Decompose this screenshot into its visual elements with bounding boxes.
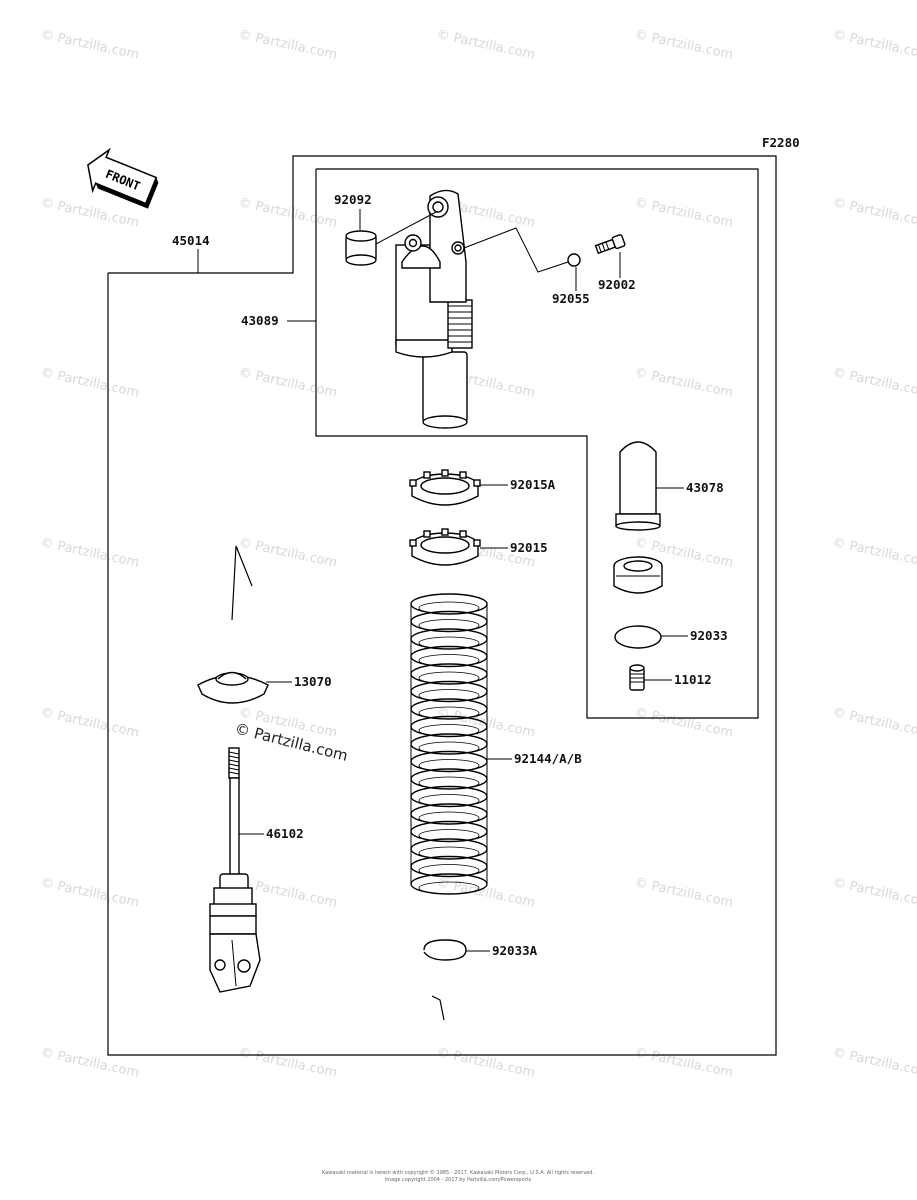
watermark-text: © Partzilla.com [831,535,917,571]
spring-coil-inner [418,864,480,877]
label-92033: 92033 [690,628,728,643]
break-mark-upper [231,545,253,621]
footer-line-1: Kawasaki material is herein with copyrig… [322,1169,594,1176]
label-45014: 45014 [172,233,210,248]
figure-code: F2280 [762,135,800,150]
spring-coil-inner [418,601,480,615]
spring-coil-inner [418,706,480,720]
watermark-text: © Partzilla.com [39,535,140,571]
spring-coil-inner [418,741,480,755]
spring-coil-inner [418,654,480,667]
front-arrow-icon: FRONT [87,147,159,209]
watermark-text: © Partzilla.com [633,875,734,911]
spring-coil-inner [418,619,480,632]
watermark-text: © Partzilla.com [435,1045,536,1081]
watermark-text: © Partzilla.com [237,27,338,63]
watermark-text: © Partzilla.com [831,1045,917,1081]
watermark-text: © Partzilla.com [39,27,140,63]
spring-coil-inner [418,689,480,702]
label-43078: 43078 [686,480,724,495]
watermark-text: © Partzilla.com [831,365,917,401]
watermark-text: © Partzilla.com [39,875,140,911]
spring-coil-inner [418,829,480,842]
o-ring-92055 [567,253,581,267]
label-92002: 92002 [598,277,636,292]
spring-coil-inner [418,881,480,895]
watermark-text: © Partzilla.com [237,195,338,231]
watermark-text: © Partzilla.com [435,27,536,63]
shock-body [395,189,473,429]
bolt-92002 [594,234,626,255]
damper-rod-46102 [209,747,261,993]
watermark-text: © Partzilla.com [39,365,140,401]
reservoir-43078 [615,441,661,531]
label-92092: 92092 [334,192,372,207]
spring-coil-inner [418,724,480,737]
spring-coil-inner [418,759,480,772]
watermark-text: © Partzilla.com [237,535,338,571]
watermark-text: © Partzilla.com [831,875,917,911]
spring-coil-inner [418,636,480,650]
watermark-text: © Partzilla.com [633,705,734,741]
watermark-text: © Partzilla.com [831,705,917,741]
spring-seat-13070 [196,671,270,704]
label-43089: 43089 [241,313,279,328]
lock-nut-92015A [409,469,481,506]
inner-assembly-frame [315,168,759,719]
watermark-text: © Partzilla.com [39,1045,140,1081]
label-13070: 13070 [294,674,332,689]
label-92055: 92055 [552,291,590,306]
spring-coil-inner [418,776,480,790]
label-92144: 92144/A/B [514,751,582,766]
label-11012: 11012 [674,672,712,687]
spring-coil-inner [418,671,480,685]
bushing-92092 [345,230,377,266]
circlip-92033 [614,625,662,649]
watermark-text: © Partzilla.com [39,705,140,741]
watermark-text: © Partzilla.com [633,27,734,63]
break-mark-lower [431,995,445,1021]
label-92015A: 92015A [510,477,556,492]
watermark-text: © Partzilla.com [633,365,734,401]
spring-coil-inner [418,811,480,825]
circlip-92033A [423,939,467,961]
spring-92144 [410,593,488,895]
watermark-text: © Partzilla.com [633,1045,734,1081]
label-92015: 92015 [510,540,548,555]
watermark-text: © Partzilla.com [831,27,917,63]
valve-11012 [629,664,645,691]
watermark-text: © Partzilla.com [237,365,338,401]
label-46102: 46102 [266,826,304,841]
watermark-text: © Partzilla.com [39,195,140,231]
watermark-text: © Partzilla.com [237,1045,338,1081]
label-92033A: 92033A [492,943,538,958]
outer-assembly-frame [107,155,777,1056]
spring-coil-inner [418,846,480,860]
watermark-text: © Partzilla.com [633,195,734,231]
lock-nut-92015 [409,528,481,566]
spring-coil-inner [418,794,480,807]
watermark-text: © Partzilla.com [831,195,917,231]
reservoir-cap [613,556,663,594]
footer-line-2: Image copyright 2004 - 2017 by Partzilla… [385,1177,532,1183]
